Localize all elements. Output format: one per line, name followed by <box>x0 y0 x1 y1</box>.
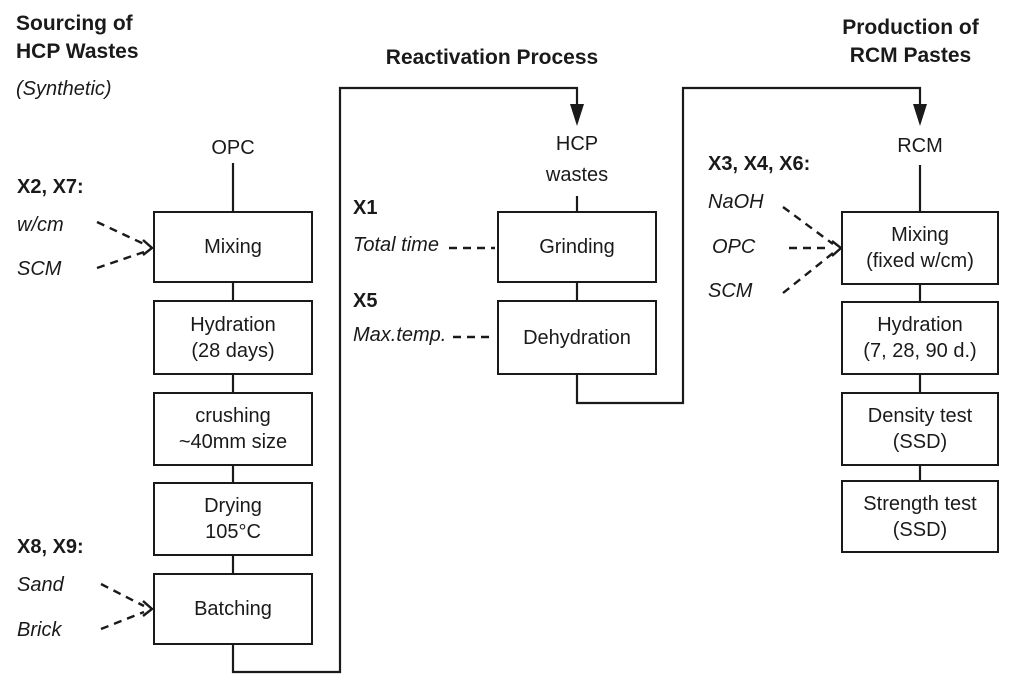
dashed-brick-to-batching <box>100 610 145 631</box>
box-mixing-rcm: Mixing (fixed w/cm) <box>841 211 999 285</box>
factor-item-brick: Brick <box>17 619 62 641</box>
factor-item-naoh: NaOH <box>708 191 764 213</box>
factor-item-scm-hcp: SCM <box>17 258 62 280</box>
node-label-hcp-line1: HCP <box>555 133 599 155</box>
box-drying-line2: 105°C <box>205 521 261 543</box>
box-mixing-hcp-label: Mixing <box>204 236 262 258</box>
heading-sourcing-line1: Sourcing of <box>16 12 133 35</box>
arrow-down-rcm-icon <box>913 104 927 126</box>
box-crushing-line1: crushing <box>195 405 271 427</box>
box-mixing-rcm-line1: Mixing <box>891 224 949 246</box>
box-hydration-rcm: Hydration (7, 28, 90 d.) <box>841 301 999 375</box>
heading-production-line2: RCM Pastes <box>849 44 972 67</box>
box-batching-label: Batching <box>194 598 272 620</box>
heading-sourcing: Sourcing of HCP Wastes <box>16 10 139 66</box>
arrow-down-hcp-wastes-icon <box>570 104 584 126</box>
heading-reactivation: Reactivation Process <box>385 46 599 69</box>
box-hydration-hcp: Hydration (28 days) <box>153 300 313 375</box>
node-label-rcm: RCM <box>897 135 943 157</box>
box-density-test-line1: Density test <box>867 405 973 427</box>
factor-title-x2x7: X2, X7: <box>17 176 84 198</box>
arrowhead-mixing-hcp-icon <box>142 239 154 256</box>
factor-title-x3x4x6: X3, X4, X6: <box>708 153 811 175</box>
box-mixing-rcm-line2: (fixed w/cm) <box>866 250 974 272</box>
factor-title-x1: X1 <box>353 197 378 219</box>
factor-title-x5: X5 <box>353 290 378 312</box>
box-grinding: Grinding <box>497 211 657 283</box>
factor-item-total-time: Total time <box>353 234 439 256</box>
box-crushing-line2: ~40mm size <box>178 431 288 453</box>
node-label-hcp-wastes: HCP wastes <box>497 129 657 191</box>
box-hydration-rcm-line2: (7, 28, 90 d.) <box>863 340 977 362</box>
dashed-naoh-to-mixing-rcm <box>782 206 834 245</box>
heading-production-line1: Production of <box>842 16 979 39</box>
factor-item-wcm: w/cm <box>17 214 64 236</box>
box-batching: Batching <box>153 573 313 645</box>
node-label-hcp-line2: wastes <box>545 164 609 186</box>
box-crushing: crushing ~40mm size <box>153 392 313 466</box>
box-mixing-hcp: Mixing <box>153 211 313 283</box>
box-dehydration: Dehydration <box>497 300 657 375</box>
dashed-wcm-to-mixing <box>96 220 145 246</box>
arrowhead-batching-icon <box>142 600 154 617</box>
dashed-scm-to-mixing <box>96 250 145 270</box>
arrowhead-mixing-rcm-icon <box>831 240 843 257</box>
factor-item-opc-rcm: OPC <box>712 236 756 258</box>
box-strength-test-line2: (SSD) <box>892 518 948 541</box>
dashed-sand-to-batching <box>100 582 145 608</box>
box-drying: Drying 105°C <box>153 482 313 556</box>
heading-sourcing-line2: HCP Wastes <box>16 40 139 63</box>
factor-item-max-temp: Max.temp. <box>353 324 447 346</box>
heading-production: Production of RCM Pastes <box>803 14 1018 70</box>
dashed-scm-to-mixing-rcm <box>782 252 834 294</box>
box-hydration-rcm-line1: Hydration <box>877 314 963 336</box>
line-batching-to-hcp-wastes <box>231 86 579 674</box>
box-hydration-hcp-line1: Hydration <box>190 313 276 336</box>
box-strength-test-line1: Strength test <box>863 492 977 515</box>
box-density-test: Density test (SSD) <box>841 392 999 466</box>
line-dehydration-to-rcm <box>575 86 922 405</box>
node-label-opc: OPC <box>211 137 255 159</box>
factor-title-x8x9: X8, X9: <box>17 536 84 558</box>
box-grinding-label: Grinding <box>539 236 615 258</box>
box-drying-line1: Drying <box>204 495 262 517</box>
box-strength-test: Strength test (SSD) <box>841 480 999 553</box>
box-density-test-line2: (SSD) <box>892 431 948 453</box>
box-dehydration-label: Dehydration <box>523 326 631 349</box>
factor-item-sand: Sand <box>17 574 64 596</box>
box-hydration-hcp-line2: (28 days) <box>191 339 275 362</box>
factor-item-scm-rcm: SCM <box>708 280 753 302</box>
heading-sourcing-subtitle: (Synthetic) <box>16 78 112 100</box>
